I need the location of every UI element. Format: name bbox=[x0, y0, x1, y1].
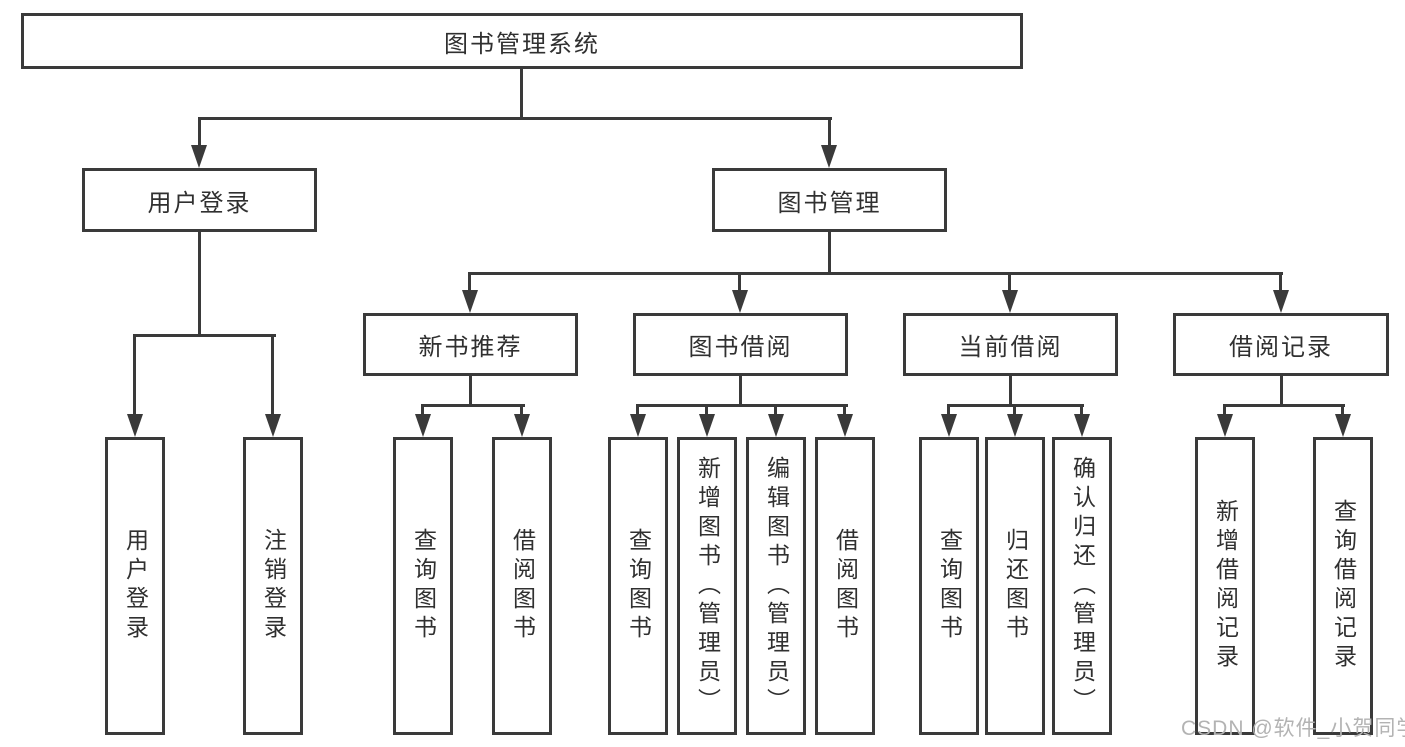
section-node-borrow-records: 借阅记录 bbox=[1173, 313, 1389, 376]
connector-line bbox=[421, 404, 424, 418]
connector-line bbox=[1008, 272, 1011, 292]
connector-line bbox=[198, 117, 201, 147]
arrowhead-down-icon bbox=[1002, 290, 1018, 313]
arrowhead-down-icon bbox=[837, 414, 853, 437]
section-node-book-borrow: 图书借阅 bbox=[633, 313, 848, 376]
connector-line bbox=[705, 404, 708, 418]
connector-line bbox=[1279, 272, 1282, 292]
arrowhead-down-icon bbox=[127, 414, 143, 437]
connector-line bbox=[1341, 404, 1344, 418]
arrowhead-down-icon bbox=[1335, 414, 1351, 437]
leaf-node-user-login: 用户登录 bbox=[105, 437, 165, 735]
section-node-new-book-recommend: 新书推荐 bbox=[363, 313, 578, 376]
arrowhead-down-icon bbox=[699, 414, 715, 437]
arrowhead-down-icon bbox=[1217, 414, 1233, 437]
connector-line bbox=[1280, 376, 1283, 406]
connector-line bbox=[738, 272, 741, 292]
root-node: 图书管理系统 bbox=[21, 13, 1023, 69]
arrowhead-down-icon bbox=[514, 414, 530, 437]
connector-line bbox=[636, 404, 848, 407]
leaf-node-query-books-borrow: 查询图书 bbox=[608, 437, 668, 735]
arrowhead-down-icon bbox=[1074, 414, 1090, 437]
arrowhead-down-icon bbox=[415, 414, 431, 437]
connector-line bbox=[198, 117, 832, 120]
connector-line bbox=[198, 232, 201, 337]
connector-line bbox=[421, 404, 525, 407]
connector-line bbox=[1223, 404, 1226, 418]
connector-line bbox=[636, 404, 639, 418]
connector-line bbox=[1009, 376, 1012, 406]
connector-line bbox=[739, 376, 742, 406]
leaf-node-query-books-current: 查询图书 bbox=[919, 437, 979, 735]
arrowhead-down-icon bbox=[1273, 290, 1289, 313]
connector-line bbox=[828, 117, 831, 147]
leaf-node-confirm-return-admin: 确认归还（管理员） bbox=[1052, 437, 1112, 735]
arrowhead-down-icon bbox=[941, 414, 957, 437]
connector-line bbox=[774, 404, 777, 418]
leaf-node-edit-book-admin: 编辑图书（管理员） bbox=[746, 437, 806, 735]
branch-node-book-management: 图书管理 bbox=[712, 168, 947, 232]
connector-line bbox=[1080, 404, 1083, 418]
connector-line bbox=[271, 334, 274, 416]
leaf-node-borrow-books-recommend: 借阅图书 bbox=[492, 437, 552, 735]
leaf-node-query-books-recommend: 查询图书 bbox=[393, 437, 453, 735]
leaf-node-borrow-books: 借阅图书 bbox=[815, 437, 875, 735]
arrowhead-down-icon bbox=[732, 290, 748, 313]
arrowhead-down-icon bbox=[191, 145, 207, 168]
connector-line bbox=[843, 404, 846, 418]
arrowhead-down-icon bbox=[630, 414, 646, 437]
arrowhead-down-icon bbox=[1007, 414, 1023, 437]
connector-line bbox=[1013, 404, 1016, 418]
connector-line bbox=[133, 334, 276, 337]
leaf-node-add-book-admin: 新增图书（管理员） bbox=[677, 437, 737, 735]
connector-line bbox=[469, 272, 1283, 275]
arrowhead-down-icon bbox=[265, 414, 281, 437]
connector-line bbox=[520, 404, 523, 418]
leaf-node-return-book: 归还图书 bbox=[985, 437, 1045, 735]
connector-line bbox=[828, 232, 831, 275]
connector-line bbox=[947, 404, 950, 418]
branch-node-user-login: 用户登录 bbox=[82, 168, 317, 232]
watermark: CSDN @软件_小贺同学 bbox=[1181, 717, 1405, 740]
arrowhead-down-icon bbox=[768, 414, 784, 437]
connector-line bbox=[468, 272, 471, 292]
section-node-current-borrow: 当前借阅 bbox=[903, 313, 1118, 376]
connector-line bbox=[469, 376, 472, 406]
connector-line bbox=[133, 334, 136, 416]
arrowhead-down-icon bbox=[462, 290, 478, 313]
leaf-node-query-borrow-record: 查询借阅记录 bbox=[1313, 437, 1373, 735]
arrowhead-down-icon bbox=[821, 145, 837, 168]
leaf-node-add-borrow-record: 新增借阅记录 bbox=[1195, 437, 1255, 735]
connector-line bbox=[520, 69, 523, 119]
leaf-node-logout: 注销登录 bbox=[243, 437, 303, 735]
connector-line bbox=[1223, 404, 1345, 407]
